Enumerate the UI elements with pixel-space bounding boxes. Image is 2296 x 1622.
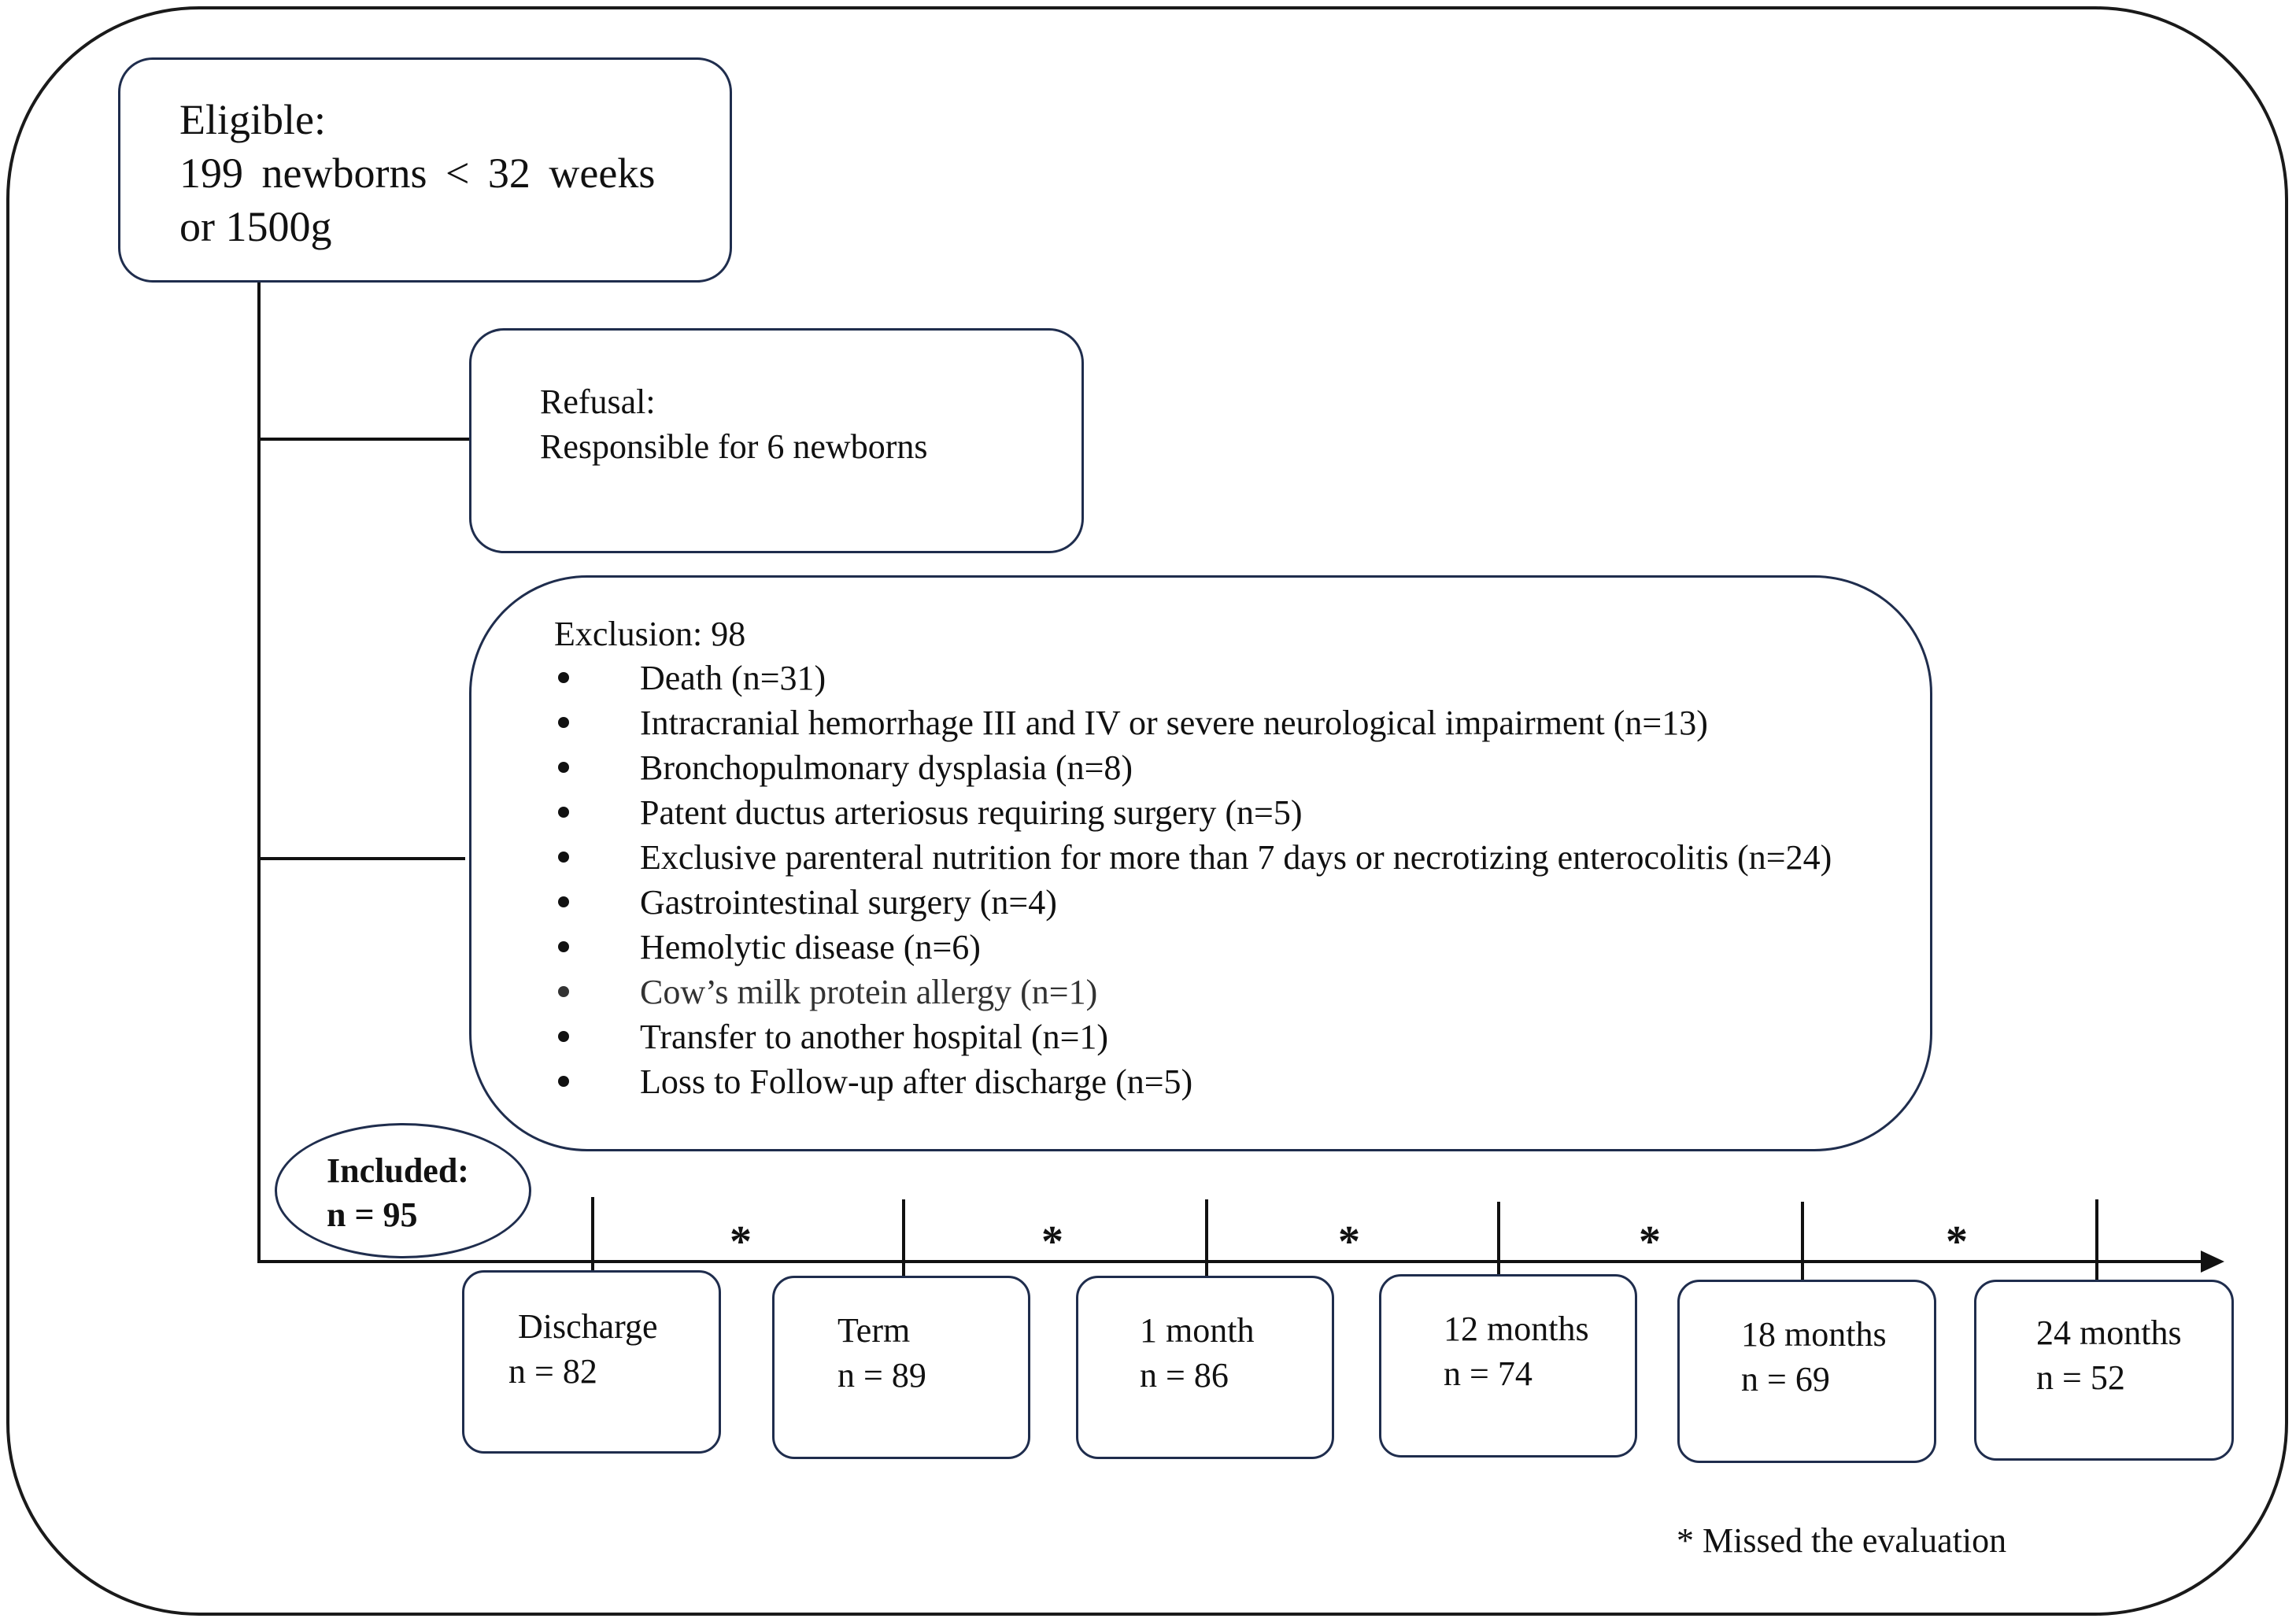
timepoint-count: n = 69 xyxy=(1741,1360,1830,1398)
tick-discharge xyxy=(591,1197,594,1284)
timepoint-box-1-month: 1 month n = 86 xyxy=(1076,1276,1334,1459)
refusal-detail: Responsible for 6 newborns xyxy=(540,427,928,466)
timepoint-label: 1 month xyxy=(1140,1311,1255,1350)
trunk-line xyxy=(257,279,261,1263)
exclusion-item-loss: Loss to Follow-up after discharge (n=5) xyxy=(640,1062,1193,1101)
eligible-criteria: or 1500g xyxy=(179,203,332,250)
timepoint-box-term: Term n = 89 xyxy=(772,1276,1030,1459)
tick-term xyxy=(902,1199,905,1284)
bullet-icon xyxy=(558,896,569,907)
exclusion-item-ich: Intracranial hemorrhage III and IV or se… xyxy=(640,704,1708,742)
tick-24-months xyxy=(2095,1199,2098,1284)
bullet-icon xyxy=(558,986,569,997)
timepoint-box-discharge: Discharge n = 82 xyxy=(462,1270,721,1454)
exclusion-item-cmpa: Cow’s milk protein allergy (n=1) xyxy=(640,973,1098,1011)
missed-marker: * xyxy=(1338,1217,1360,1266)
missed-marker: * xyxy=(1041,1217,1063,1266)
outer-frame xyxy=(6,6,2288,1616)
tick-12-months xyxy=(1497,1202,1500,1284)
timepoint-label: 18 months xyxy=(1741,1315,1887,1354)
refusal-connector xyxy=(259,438,470,441)
bullet-icon xyxy=(558,762,569,773)
exclusion-item-pda: Patent ductus arteriosus requiring surge… xyxy=(640,793,1303,832)
exclusion-item-hemolytic: Hemolytic disease (n=6) xyxy=(640,928,981,966)
exclusion-item-bpd: Bronchopulmonary dysplasia (n=8) xyxy=(640,748,1133,787)
bullet-icon xyxy=(558,807,569,818)
missed-marker: * xyxy=(730,1217,752,1266)
timeline-axis xyxy=(257,1260,2208,1263)
eligible-count: 199 newborns < 32 weeks xyxy=(179,150,656,197)
bullet-icon xyxy=(558,1076,569,1087)
timepoint-count: n = 82 xyxy=(508,1352,597,1391)
timepoint-box-24-months: 24 months n = 52 xyxy=(1974,1280,2234,1461)
refusal-heading: Refusal: xyxy=(540,382,656,421)
missed-marker: * xyxy=(1946,1217,1968,1266)
timepoint-label: 24 months xyxy=(2036,1313,2182,1352)
exclusion-item-transfer: Transfer to another hospital (n=1) xyxy=(640,1018,1109,1056)
bullet-icon xyxy=(558,941,569,952)
tick-18-months xyxy=(1801,1202,1804,1286)
included-heading: Included: xyxy=(327,1151,469,1190)
timepoint-count: n = 74 xyxy=(1444,1354,1533,1393)
exclusion-connector xyxy=(259,857,465,860)
eligible-heading: Eligible: xyxy=(179,96,326,143)
timeline-arrowhead xyxy=(2201,1251,2224,1273)
exclusion-box: Exclusion: 98 Death (n=31) Intracranial … xyxy=(469,575,1932,1151)
exclusion-item-parenteral: Exclusive parenteral nutrition for more … xyxy=(640,838,1832,877)
timepoint-count: n = 89 xyxy=(837,1356,926,1395)
timepoint-count: n = 86 xyxy=(1140,1356,1229,1395)
timepoint-box-12-months: 12 months n = 74 xyxy=(1379,1274,1637,1458)
exclusion-item-death: Death (n=31) xyxy=(640,659,826,697)
bullet-icon xyxy=(558,672,569,683)
refusal-box: Refusal: Responsible for 6 newborns xyxy=(469,328,1084,553)
included-count: n = 95 xyxy=(327,1195,418,1234)
timepoint-label: Term xyxy=(837,1311,911,1350)
timepoint-count: n = 52 xyxy=(2036,1358,2125,1397)
timepoint-label: Discharge xyxy=(518,1307,658,1346)
timepoint-label: 12 months xyxy=(1444,1310,1589,1348)
eligible-box: Eligible: 199 newborns < 32 weeks or 150… xyxy=(118,57,732,283)
exclusion-title: Exclusion: 98 xyxy=(554,615,746,653)
tick-1-month xyxy=(1205,1199,1208,1284)
included-ellipse: Included: n = 95 xyxy=(275,1123,531,1258)
timepoint-box-18-months: 18 months n = 69 xyxy=(1677,1280,1936,1463)
bullet-icon xyxy=(558,852,569,863)
exclusion-item-gi-surgery: Gastrointestinal surgery (n=4) xyxy=(640,883,1057,922)
footnote: * Missed the evaluation xyxy=(1677,1521,2007,1560)
bullet-icon xyxy=(558,1031,569,1042)
missed-marker: * xyxy=(1639,1217,1661,1266)
bullet-icon xyxy=(558,717,569,728)
